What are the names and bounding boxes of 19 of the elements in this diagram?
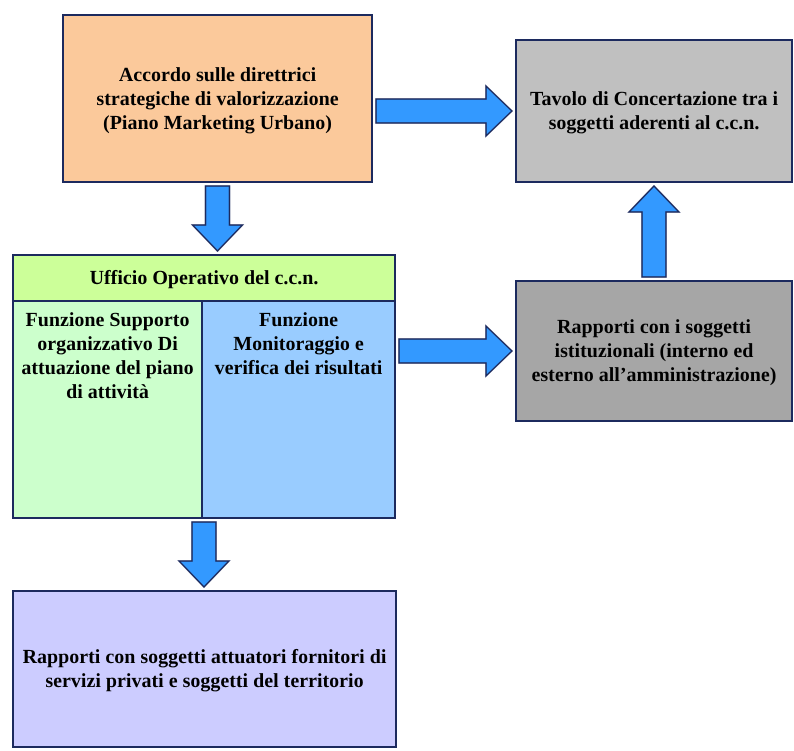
block-arrow: [627, 184, 681, 278]
block-arrow: [190, 185, 244, 252]
process-box: [515, 39, 793, 183]
process-box: [12, 590, 397, 748]
box-text: Funzione Monitoraggio e verifica dei risultati: [214, 308, 384, 380]
box-text: Rapporti con i soggetti istituzionali (interno ed esterno all’amministrazione): [530, 315, 778, 387]
block-arrow: [177, 521, 231, 588]
process-box: [515, 280, 793, 422]
block-arrow: [398, 324, 514, 378]
process-box: [62, 14, 373, 183]
box-text: Tavolo di Concertazione tra i soggetti aderenti al c.c.n.: [528, 87, 780, 135]
header-band: Ufficio Operativo del c.c.n.: [14, 256, 394, 302]
box-text: Accordo sulle direttrici strategiche di valorizzazione (Piano Marketing Urbano): [95, 62, 340, 134]
process-box: [12, 254, 396, 519]
column-panel: [14, 302, 203, 517]
block-arrow: [375, 84, 514, 138]
box-text: Rapporti con soggetti attuatori fornitori di servizi privati e soggetti del territorio: [22, 645, 388, 693]
box-text: Funzione Supporto organizzativo Di attuazione del piano di attività: [20, 308, 195, 404]
column-panel: [203, 302, 394, 517]
